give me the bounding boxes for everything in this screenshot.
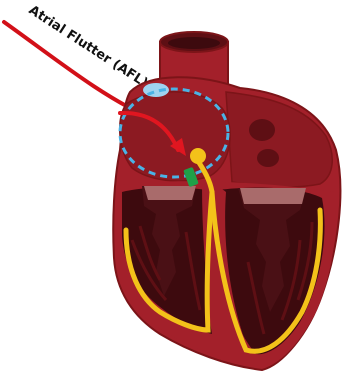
pulmonary-vein-lower <box>257 149 279 167</box>
papillary-muscle-left-top <box>240 188 306 204</box>
pulmonary-vein-upper <box>249 119 275 141</box>
av-node <box>190 148 206 164</box>
papillary-muscle-right-top <box>144 186 196 200</box>
right-atrium <box>120 92 230 181</box>
aorta-inner <box>168 37 220 49</box>
